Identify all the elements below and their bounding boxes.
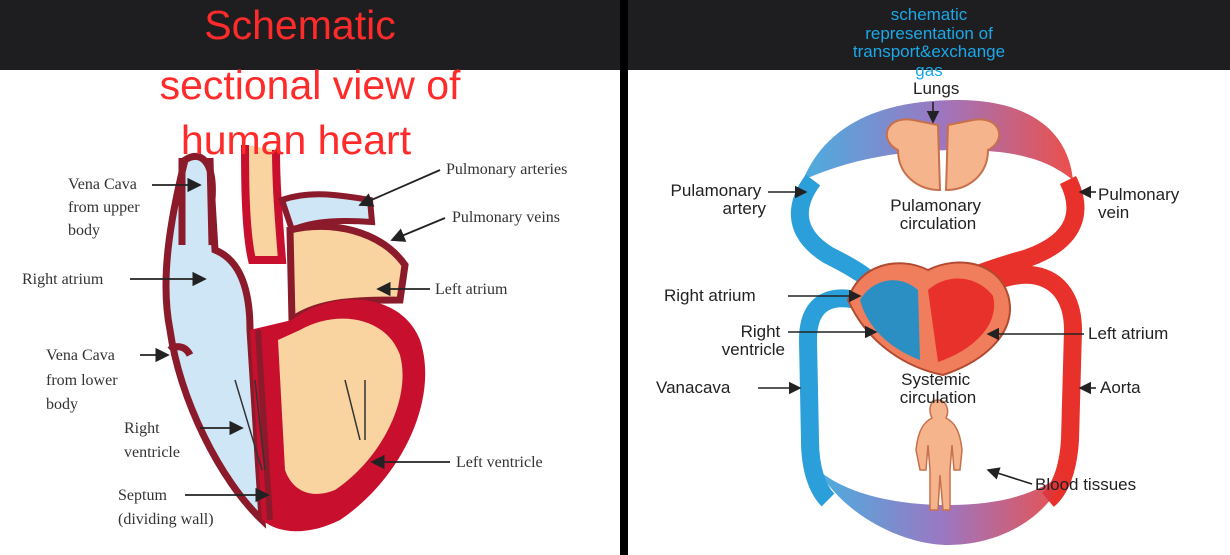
label-pulmonary-circulation: Pulamonary circulation [890,196,985,233]
label-systemic-circulation: Systemic circulation [900,370,977,407]
label-vena-cava: Vanacava [656,378,731,397]
human-figure [916,400,962,510]
pointer-pulmonary-arteries [360,170,440,205]
label-blood-tissues: Blood tissues [1035,475,1136,494]
label-vena-cava-upper: Vena Cava from upper body [68,176,144,239]
label-pulmonary-veins: Pulmonary veins [452,209,560,226]
heart-title-line-3: human heart [0,119,606,161]
pointer-blood-tissues [988,470,1032,484]
label-right-ventricle: Right ventricle [722,322,785,359]
heart-title-line-1: Schematic [0,4,610,46]
label-pulmonary-vein: Pulmonary vein [1098,185,1184,222]
label-right-ventricle: Right ventricle [124,420,180,461]
label-pulmonary-artery: Pulamonary artery [671,181,767,218]
label-right-atrium: Right atrium [664,286,756,305]
label-lungs: Lungs [913,79,959,98]
heart-section-panel: Vena Cava from upper body Right atrium V… [0,0,620,555]
label-right-atrium: Right atrium [22,271,104,288]
label-aorta: Aorta [1100,378,1141,397]
label-pulmonary-arteries: Pulmonary arteries [446,161,567,178]
label-left-atrium: Left atrium [1088,324,1168,343]
circulation-diagram: Lungs Pulamonary artery Pulamonary circu… [628,0,1230,555]
label-vena-cava-lower: Vena Cava from lower body [46,347,122,413]
heart-title-line-2: sectional view of [0,64,620,106]
vena-cava-vessel [808,298,873,500]
label-left-atrium: Left atrium [435,281,508,298]
circulation-panel: schematic representation of transport&ex… [628,0,1230,555]
label-septum: Septum (dividing wall) [118,487,214,528]
pointer-pulmonary-veins [392,218,445,240]
label-left-ventricle: Left ventricle [456,454,543,471]
